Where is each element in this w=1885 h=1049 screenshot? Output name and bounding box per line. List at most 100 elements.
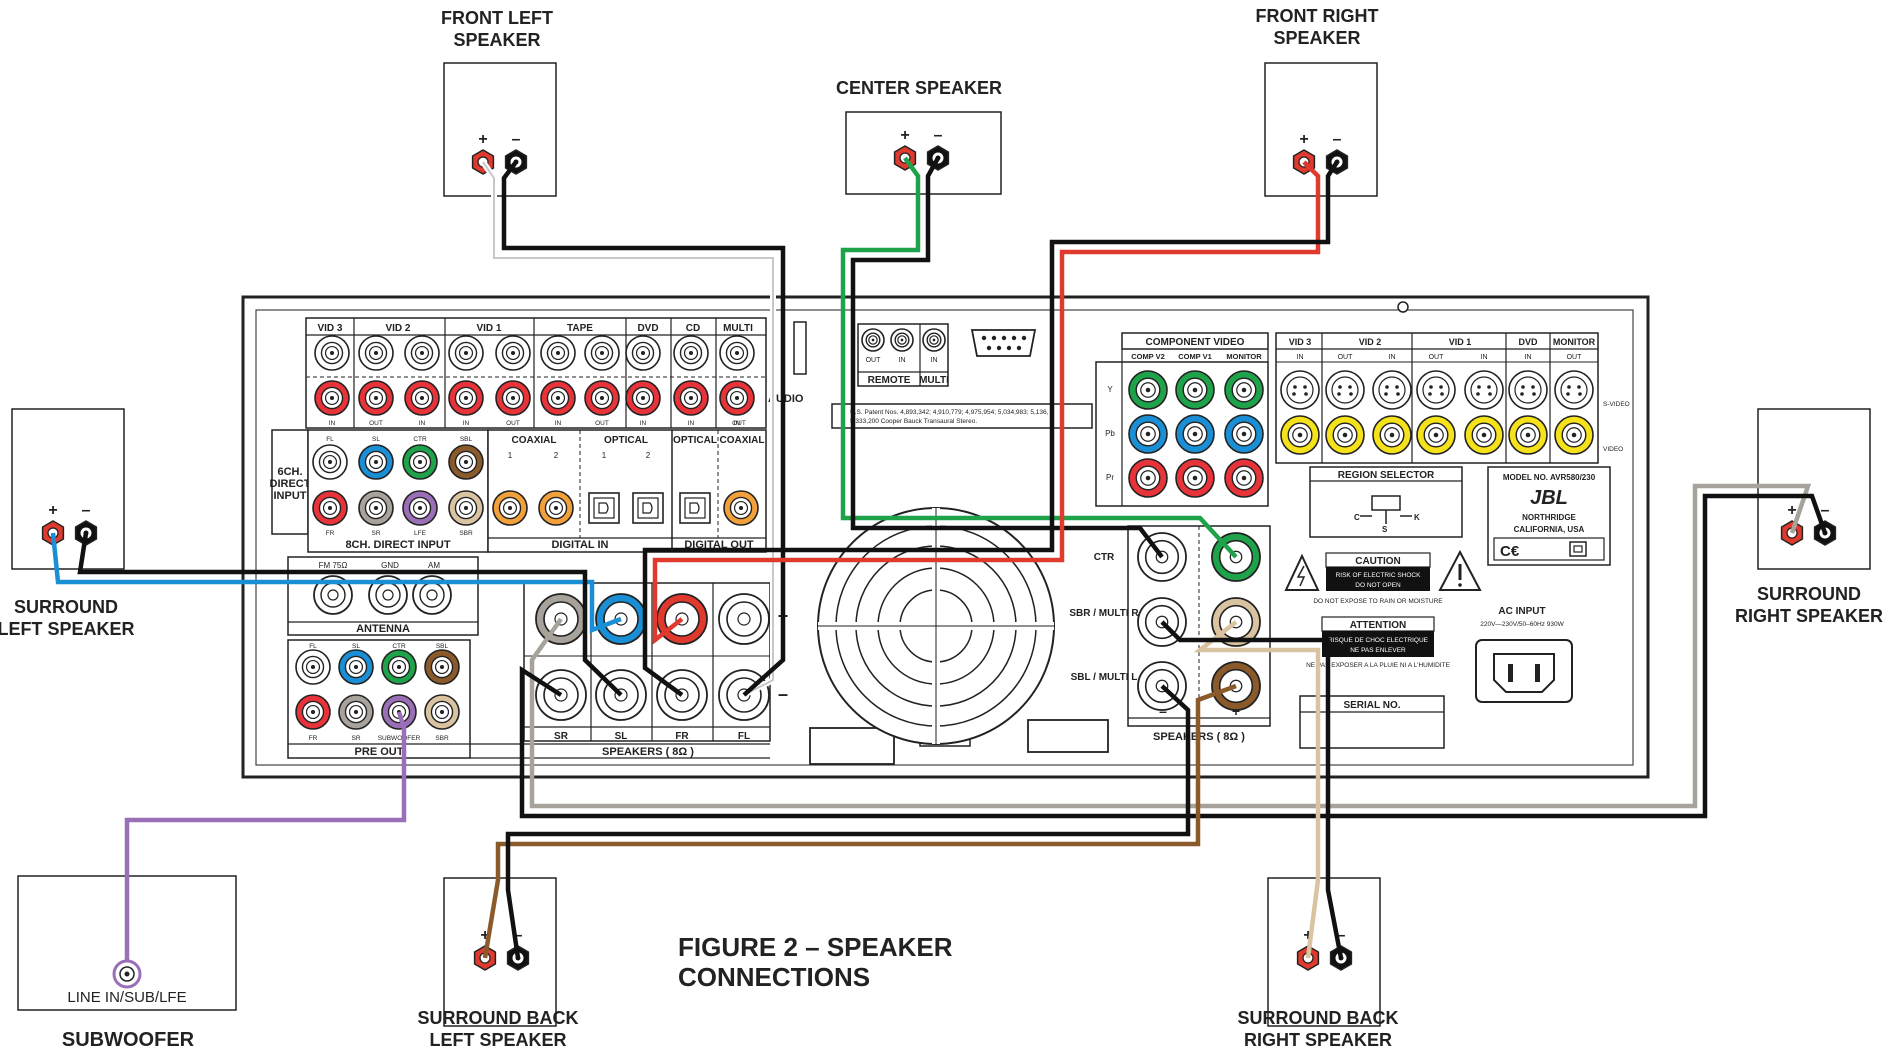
front-left-speaker-minus: – [512, 131, 521, 148]
audio-jack-left-1 [314, 335, 350, 371]
digital-in-optical-head: OPTICAL [604, 435, 648, 446]
video-jack-7 [1554, 415, 1594, 455]
svideo-header-2: VID 2 [1359, 337, 1382, 347]
video-label: VIDEO [1603, 446, 1623, 453]
attention-line-2: NE PAS ENLEVER [1350, 647, 1406, 654]
surround-right-label-1: SURROUND [1757, 584, 1861, 604]
svideo-header-1: VID 3 [1289, 337, 1312, 347]
audio-jack-right-3 [404, 380, 440, 416]
front-right-label-1: FRONT RIGHT [1256, 6, 1379, 26]
speaker-wires [50, 156, 1828, 961]
svideo-jack-2 [1325, 370, 1365, 410]
surround-left-label-1: SURROUND [14, 597, 118, 617]
audio-sub-label-1: IN [329, 420, 336, 427]
video-jack-2 [1325, 415, 1365, 455]
svideo-jack-5 [1464, 370, 1504, 410]
direct-label-top-4: SBL [460, 436, 473, 443]
preout-label-bottom-4: SBR [435, 735, 449, 742]
preout-jack-bottom-1 [295, 694, 331, 730]
direct-jack-top-2 [358, 444, 394, 480]
svideo-sub-7: OUT [1567, 354, 1583, 361]
speaker-terminal-label-4: FL [738, 731, 750, 742]
audio-label: AUDIO [768, 393, 804, 405]
digital-in-num-4: 2 [646, 451, 651, 460]
svideo-sub-6: IN [1525, 354, 1532, 361]
direct-jack-bottom-1 [312, 490, 348, 526]
audio-jack-left-2 [358, 335, 394, 371]
direct-label-top-2: SL [372, 436, 380, 443]
speaker-terminal-label-3: FR [675, 731, 689, 742]
direct-label-top-3: CTR [413, 436, 427, 443]
direct-jack-bottom-2 [358, 490, 394, 526]
component-jack-2-3 [1224, 414, 1264, 454]
antenna-post-1 [313, 575, 353, 615]
preout-label-top-4: SBL [436, 643, 449, 650]
preout-jack-top-3 [381, 649, 417, 685]
audio-jack-left-7 [584, 335, 620, 371]
component-jack-3-3 [1224, 458, 1264, 498]
svideo-sub-2: OUT [1338, 354, 1354, 361]
surround-back-right-neg-wire [1160, 620, 1344, 959]
digital-out-coaxial-head: COAXIAL [720, 435, 765, 446]
front-left-pos-wire [482, 161, 774, 696]
model-line-4: CALIFORNIA, USA [1514, 525, 1585, 534]
attention-note: NE PAS EXPOSER A LA PLUIE NI A L'HUMIDIT… [1306, 662, 1450, 669]
audio-rca-jacks [314, 335, 755, 416]
svg-text:K: K [1414, 513, 1420, 522]
front-right-label-2: SPEAKER [1273, 28, 1360, 48]
spk-right-label-sbl-line: SBL / MULTI L [1071, 672, 1138, 683]
audio-jack-right-5 [495, 380, 531, 416]
caution-line-2: DO NOT OPEN [1355, 582, 1401, 589]
audio-group-header-4: TAPE [567, 323, 593, 334]
video-jack-1 [1280, 415, 1320, 455]
component-jack-3-2 [1175, 458, 1215, 498]
audio-sub-label-4: IN [463, 420, 470, 427]
audio-group-header-6: CD [686, 323, 700, 334]
ce-mark: C€ [1500, 543, 1520, 560]
preout-jack-top-1 [295, 649, 331, 685]
svideo-jack-7 [1554, 370, 1594, 410]
speakers-caption: SPEAKERS ( 8Ω ) [602, 746, 694, 758]
direct-jack-top-4 [448, 444, 484, 480]
ac-input-caption: AC INPUT [1498, 606, 1545, 617]
video-jack-4 [1416, 415, 1456, 455]
digital-in-coaxial-head: COAXIAL [512, 435, 557, 446]
remote-jack-1 [861, 328, 885, 352]
caution-title: CAUTION [1355, 556, 1401, 567]
direct-label-bottom-2: SR [371, 530, 380, 537]
audio-sub-label-6: IN [555, 420, 562, 427]
component-head-v1: COMP V1 [1178, 352, 1212, 361]
serial-caption: SERIAL NO. [1343, 700, 1400, 711]
surround-left-pos-wire [50, 532, 622, 634]
spk-right-minus: – [1159, 703, 1167, 719]
audio-group-header-1: VID 3 [317, 323, 342, 334]
surround-right-label-2: RIGHT SPEAKER [1735, 606, 1883, 626]
patent-line-2: 5,333,200 Cooper Bauck Transaural Stereo… [850, 418, 977, 425]
direct-label-bottom-4: SBR [459, 530, 473, 537]
center-pos-wire [840, 156, 1238, 559]
front-right-pos-wire [652, 160, 1321, 645]
component-video-caption: COMPONENT VIDEO [1146, 337, 1245, 348]
component-head-monitor: MONITOR [1226, 352, 1262, 361]
audio-group-header-3: VID 1 [476, 323, 501, 334]
audio-jack-right-4 [448, 380, 484, 416]
surround-back-left-neg-wire [505, 684, 1191, 959]
remote-jack-2 [890, 328, 914, 352]
direct-input-side-3: INPUT [274, 490, 307, 502]
remote-label-out: OUT [866, 357, 882, 364]
subwoofer-wire [124, 711, 407, 961]
ac-input-spec: 220V—230V/50–60Hz 930W [1480, 621, 1564, 628]
direct-jack-bottom-3 [402, 490, 438, 526]
direct-label-bottom-1: FR [326, 530, 335, 537]
front-left-label-1: FRONT LEFT [441, 8, 553, 28]
patent-line-1: U.S. Patent Nos. 4,893,342; 4,910,779; 4… [850, 409, 1049, 416]
model-line-2: JBL [1530, 487, 1568, 509]
digital-out-optical-head: OPTICAL [673, 435, 717, 446]
component-jack-1-3 [1224, 370, 1264, 410]
surround-left-neg-wire [77, 532, 623, 697]
surround-back-left-speaker: +– [443, 877, 557, 1027]
audio-group-header-5: DVD [637, 323, 658, 334]
svideo-jack-1 [1280, 370, 1320, 410]
attention-label: ATTENTION RISQUE DE CHOC ELECTRIQUE NE P… [1306, 616, 1451, 669]
